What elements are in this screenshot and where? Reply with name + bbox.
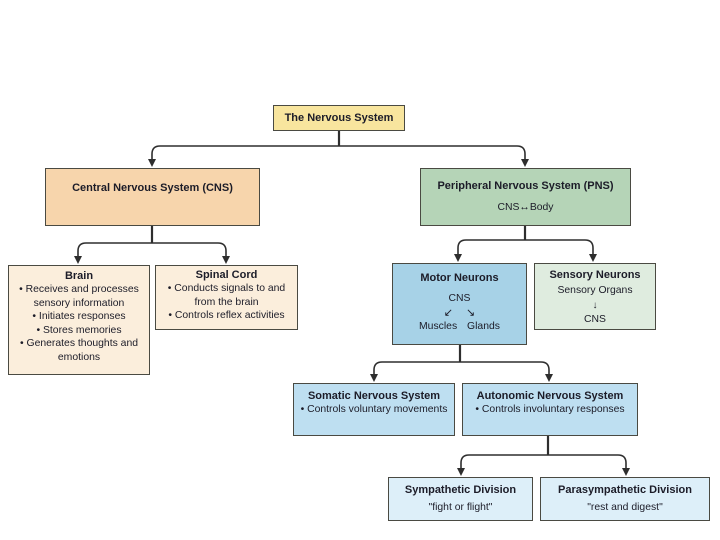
node-motor-neurons: Motor Neurons CNS ↙ ↘ Muscles Glands (392, 263, 527, 345)
sympathetic-motto-label: "fight or flight" (428, 502, 493, 513)
node-title: Spinal Cord (195, 269, 258, 281)
connector-root-to-cns-pns (148, 130, 529, 167)
node-title: Brain (64, 270, 94, 282)
node-somatic-nervous-system: Somatic Nervous System • Controls volunt… (293, 383, 455, 436)
sensory-source-label: Sensory Organs (557, 285, 633, 296)
down-arrow-icon: ↓ (592, 299, 598, 311)
node-the-nervous-system: The Nervous System (273, 105, 405, 131)
node-sympathetic-division: Sympathetic Division "fight or flight" (388, 477, 533, 521)
connector-pns-to-motor-sensory (454, 226, 597, 262)
bullet-item: • Stores memories (36, 324, 122, 336)
node-title: Sympathetic Division (404, 484, 517, 496)
bullet-item: • Initiates responses (32, 311, 126, 322)
bullet-item: • Generates thoughts and emotions (19, 338, 139, 363)
node-title: Central Nervous System (CNS) (72, 182, 233, 194)
sensory-target-label: CNS (584, 313, 606, 325)
node-central-nervous-system: Central Nervous System (CNS) (45, 168, 260, 226)
node-title: Sensory Neurons (549, 269, 641, 281)
bullet-item: • Conducts signals to and from the brain (167, 283, 286, 308)
connector-cns-to-brain-spinal (74, 226, 230, 264)
node-autonomic-nervous-system: Autonomic Nervous System • Controls invo… (462, 383, 638, 436)
node-title: The Nervous System (284, 111, 394, 124)
node-title: Peripheral Nervous System (PNS) (437, 180, 614, 192)
connector-motor-to-somatic-autonomic (370, 345, 553, 382)
motor-targets-label: Muscles Glands (419, 320, 500, 332)
bullet-item: • Controls reflex activities (168, 310, 285, 321)
node-peripheral-nervous-system: Peripheral Nervous System (PNS) CNS↔Body (420, 168, 631, 226)
node-title: Autonomic Nervous System (476, 390, 624, 402)
bullet-item: • Controls voluntary movements (300, 404, 448, 415)
parasympathetic-motto-label: "rest and digest" (587, 502, 663, 513)
split-arrows-icon: ↙ ↘ (443, 306, 476, 319)
cns-body-exchange-label: CNS↔Body (497, 202, 554, 213)
motor-source-label: CNS (448, 293, 471, 304)
node-title: Motor Neurons (420, 272, 499, 284)
connector-autonomic-to-divisions (457, 436, 630, 476)
bullet-item: • Controls involuntary responses (475, 404, 625, 415)
node-brain: Brain • Receives and processes sensory i… (8, 265, 150, 375)
bullet-item: • Receives and processes sensory informa… (19, 284, 139, 309)
node-title: Parasympathetic Division (558, 484, 692, 496)
node-title: Somatic Nervous System (307, 390, 441, 402)
node-spinal-cord: Spinal Cord • Conducts signals to and fr… (155, 265, 298, 330)
node-sensory-neurons: Sensory Neurons Sensory Organs ↓ CNS (534, 263, 656, 330)
node-parasympathetic-division: Parasympathetic Division "rest and diges… (540, 477, 710, 521)
